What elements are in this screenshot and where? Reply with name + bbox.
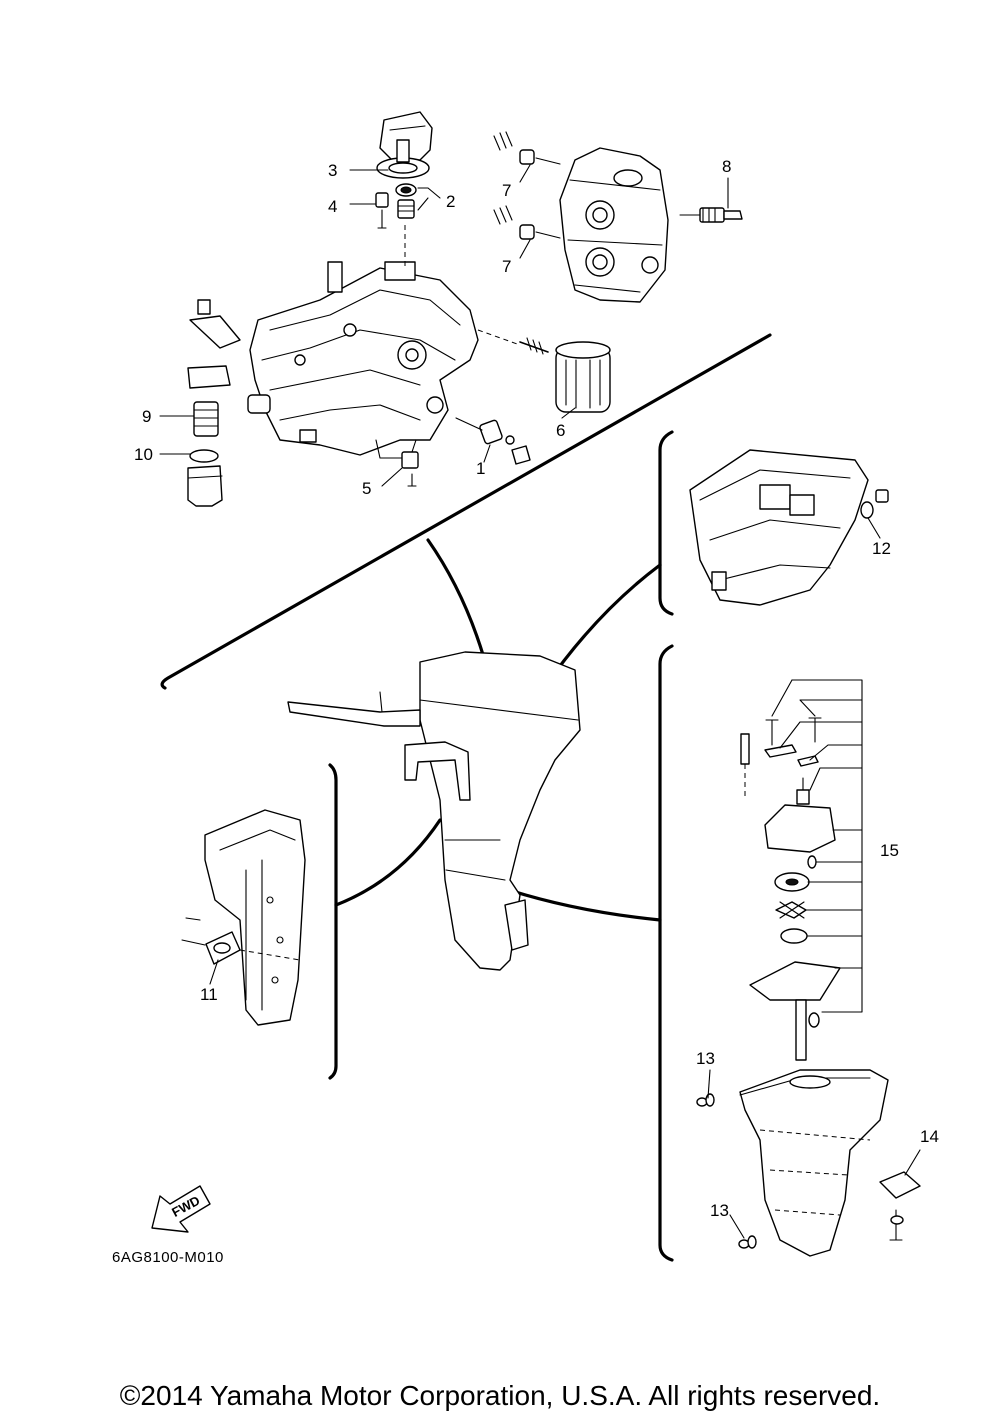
- callout-15-bracket: [771, 679, 863, 1013]
- copyright-notice: ©2014 Yamaha Motor Corporation, U.S.A. A…: [119, 1380, 881, 1411]
- callout-7-top: 7: [502, 181, 511, 200]
- oil-filter: [519, 337, 611, 413]
- callout-3: 3: [328, 161, 337, 180]
- diagram-code: 6AG8100-M010: [112, 1249, 224, 1266]
- outboard-motor: [287, 651, 581, 971]
- crankcase-assembly: [247, 261, 479, 459]
- callout-9: 9: [142, 407, 151, 426]
- thermostat-spacer: [375, 192, 389, 229]
- callout-6: 6: [556, 421, 565, 440]
- callout-14: 14: [920, 1127, 939, 1146]
- thermostat: [395, 183, 417, 219]
- fitting-1: [455, 417, 531, 465]
- spark-plug: [679, 207, 743, 223]
- callout-7-bottom: 7: [502, 257, 511, 276]
- lower-unit: [739, 1069, 889, 1257]
- washers-13: [696, 1093, 757, 1249]
- anode-14: [879, 1171, 921, 1241]
- cap-bolts-7: [493, 131, 561, 240]
- callout-12: 12: [872, 539, 891, 558]
- swivel-bracket: [204, 809, 306, 1026]
- callout-1: 1: [476, 459, 485, 478]
- callout-5: 5: [362, 479, 371, 498]
- upper-casing: [689, 449, 869, 606]
- callout-13-top: 13: [696, 1049, 715, 1068]
- callout-13-bottom: 13: [710, 1201, 729, 1220]
- callout-11: 11: [200, 985, 218, 1004]
- drain-cup: [187, 465, 223, 507]
- section-dividers: [160, 333, 772, 1262]
- callout-15: 15: [880, 841, 899, 860]
- callout-10: 10: [134, 445, 153, 464]
- callout-2: 2: [446, 192, 455, 211]
- grommet-12: [860, 489, 889, 519]
- callout-leaders: [159, 164, 921, 1239]
- callout-4: 4: [328, 197, 337, 216]
- callout-8: 8: [722, 157, 731, 176]
- fwd-arrow-icon: FWD: [151, 1185, 211, 1233]
- anode-5: [401, 451, 419, 487]
- thermostat-cover: [376, 111, 433, 179]
- cylinder-head: [559, 147, 669, 303]
- oring-10: [189, 449, 219, 463]
- callout-labels: 1 2 3 4 5 6 7 7 8 9 10 11 12 13 13 14 15: [134, 157, 939, 1220]
- water-pump-parts: [740, 717, 841, 1061]
- damper-11: [181, 917, 301, 965]
- strainer-9: [187, 299, 241, 437]
